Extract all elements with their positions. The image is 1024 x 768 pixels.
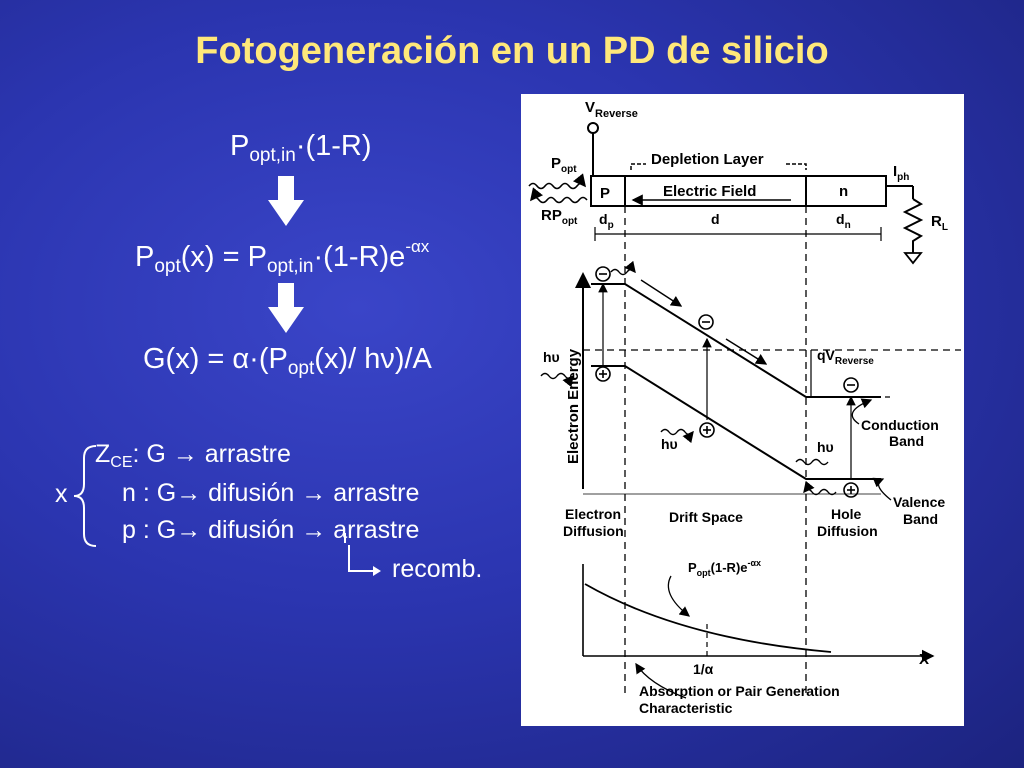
left-brace-icon xyxy=(73,445,97,547)
down-arrow-icon xyxy=(268,283,304,333)
notes-n-line: n : G→ difusión → arrastre xyxy=(122,479,419,508)
p-text: p : G xyxy=(122,516,177,544)
i-ph-label: Iph xyxy=(893,163,909,183)
hole-diffusion-label-1: Hole xyxy=(831,506,862,522)
p-result: arrastre xyxy=(333,516,420,544)
zce-text: : G xyxy=(132,440,166,468)
photodiode-diagram: VReverse Popt RPopt Depletion Layer P El… xyxy=(521,94,964,726)
eq2-mid: (x) = P xyxy=(180,241,267,273)
hv-label: hυ xyxy=(661,436,678,452)
eq2-subscript-2: opt,in xyxy=(266,256,314,277)
popt-curve-label: Popt(1-R)e-αx xyxy=(688,558,761,578)
hole-diffusion-label-2: Diffusion xyxy=(817,523,878,539)
valence-band-label-2: Band xyxy=(903,511,938,527)
zce-subscript: CE xyxy=(110,454,133,471)
hole-icon xyxy=(843,482,859,498)
dn-label: dn xyxy=(836,211,851,231)
r-l-label: RL xyxy=(931,213,948,233)
ground-icon xyxy=(903,252,923,265)
p-diffusion: difusión xyxy=(208,516,295,544)
valence-band-label-1: Valence xyxy=(893,494,945,510)
notes-recomb: recomb. xyxy=(392,555,483,583)
absorption-label-2: Characteristic xyxy=(639,700,733,716)
equation-incident-power: Popt,in·(1-R) xyxy=(230,130,372,167)
v-reverse-label: VReverse xyxy=(585,99,638,120)
rp-opt-label: RPopt xyxy=(541,207,578,227)
absorption-curve xyxy=(584,583,832,653)
right-arrow-icon: → xyxy=(301,479,327,507)
electron-energy-label: Electron Energy xyxy=(565,348,582,464)
hv-label: hυ xyxy=(543,349,560,365)
n-diffusion: difusión xyxy=(208,479,295,507)
p-region-label: P xyxy=(600,185,610,202)
n-region-label: n xyxy=(839,183,848,200)
hole-icon xyxy=(699,422,715,438)
reflected-photon-wave-icon xyxy=(529,187,588,204)
eq3-subscript: opt xyxy=(287,358,315,379)
equation-optical-power: Popt(x) = Popt,in·(1-R)e-αx xyxy=(135,237,429,278)
electron-icon xyxy=(843,377,859,393)
electron-icon xyxy=(698,314,714,330)
conduction-band-line xyxy=(591,283,881,398)
diagram-svg: VReverse Popt RPopt Depletion Layer P El… xyxy=(528,99,961,716)
d-label: d xyxy=(711,211,720,227)
slide-title: Fotogeneración en un PD de silicio xyxy=(195,30,829,72)
right-arrow-icon: → xyxy=(176,479,202,507)
valence-band-line xyxy=(591,365,881,480)
branch-arrow-icon xyxy=(343,533,381,576)
down-arrow-icon xyxy=(268,176,304,226)
right-arrow-icon: → xyxy=(176,516,202,544)
eq1-rest: ·(1-R) xyxy=(295,130,372,162)
electric-field-label: Electric Field xyxy=(663,183,756,200)
eq3-post: (x)/ hν)/A xyxy=(314,343,432,375)
drift-space-label: Drift Space xyxy=(669,509,743,525)
eq2-subscript-1: opt xyxy=(154,256,181,277)
electron-diffusion-label-2: Diffusion xyxy=(563,523,624,539)
qv-reverse-label: qVReverse xyxy=(817,347,874,367)
notes-p-line: p : G→ difusión → arrastre xyxy=(122,516,419,545)
incident-photon-wave-icon xyxy=(528,173,587,190)
conduction-band-label-2: Band xyxy=(889,433,924,449)
hole-icon xyxy=(595,366,611,382)
eq1-symbol: P xyxy=(230,130,250,162)
eq2-rest: ·(1-R)e xyxy=(313,241,406,273)
zce-z: Z xyxy=(95,440,111,468)
notes-zce-line: ZCE: G → arrastre xyxy=(95,440,291,472)
depletion-layer-label: Depletion Layer xyxy=(651,151,764,168)
p-result-arrow-icon: → xyxy=(301,516,327,544)
absorption-label-1: Absorption or Pair Generation xyxy=(639,683,840,699)
electron-icon xyxy=(595,266,611,282)
conduction-band-label-1: Conduction xyxy=(861,417,939,433)
electron-diffusion-label-1: Electron xyxy=(565,506,621,522)
dp-label: dp xyxy=(599,211,614,231)
resistor-icon xyxy=(902,198,924,253)
hv-label: hυ xyxy=(817,439,834,455)
eq2-symbol: P xyxy=(135,241,155,273)
eq2-exponent: -αx xyxy=(405,237,430,256)
n-result: arrastre xyxy=(333,479,420,507)
eq1-subscript: opt,in xyxy=(249,145,296,166)
n-text: n : G xyxy=(122,479,177,507)
equation-generation-rate: G(x) = α·(Popt(x)/ hν)/A xyxy=(143,343,432,380)
one-over-alpha-label: 1/α xyxy=(693,661,714,677)
eq3-pre: G(x) = α·(P xyxy=(143,343,288,375)
notes-x-label: x xyxy=(55,480,68,508)
x-axis-label: X xyxy=(919,651,929,668)
terminal-icon xyxy=(587,122,599,134)
zce-result: arrastre xyxy=(204,440,291,468)
p-opt-label: Popt xyxy=(551,155,577,175)
right-arrow-icon: → xyxy=(172,440,198,468)
